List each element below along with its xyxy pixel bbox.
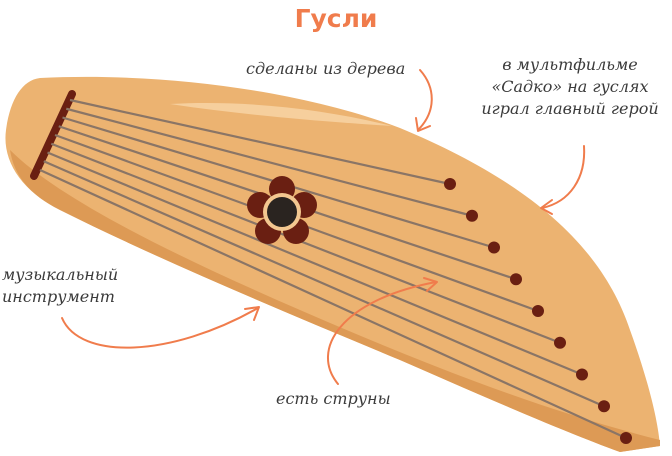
arrow-cartoon-head — [540, 199, 553, 215]
annotation-instrument-line-1: музыкальный — [2, 265, 119, 284]
page-title: Гусли — [294, 4, 378, 33]
annotation-cartoon-line-1: в мультфильме — [502, 55, 638, 74]
annotation-wood-line: сделаны из дерева — [246, 59, 406, 78]
pegs-group — [444, 178, 632, 444]
arrow-instrument-icon — [61, 307, 259, 349]
string — [39, 168, 627, 440]
arrow-cartoon-icon — [541, 145, 586, 209]
arrow-wood-icon — [417, 69, 433, 131]
string-peg-icon — [444, 178, 456, 190]
annotation-cartoon-line-2: «Садко» на гуслях — [491, 77, 649, 96]
string — [43, 160, 605, 408]
annotation-instrument: музыкальный инструмент — [2, 264, 118, 308]
annotation-strings: есть струны — [276, 388, 391, 410]
string — [69, 98, 451, 186]
gusli-highlight — [170, 102, 392, 126]
arrow-instrument-head — [244, 306, 260, 321]
arrow-strings-head — [423, 277, 438, 292]
string-peg-icon — [620, 432, 632, 444]
annotation-instrument-line-2: инструмент — [2, 287, 115, 306]
string-peg-icon — [510, 273, 522, 286]
string-peg-icon — [554, 336, 566, 349]
rosette-icon — [247, 176, 317, 244]
string — [47, 151, 583, 376]
annotation-wood: сделаны из дерева — [246, 58, 405, 80]
string — [65, 107, 473, 217]
string-peg-icon — [466, 209, 478, 222]
arrow-strings-icon — [327, 281, 437, 385]
arrow-wood-head — [415, 117, 431, 132]
string-peg-icon — [532, 305, 544, 317]
annotation-strings-line: есть струны — [276, 389, 391, 408]
string — [50, 142, 561, 344]
annotation-cartoon-line-3: играл главный герой — [481, 99, 659, 118]
annotation-cartoon: в мультфильме «Садко» на гуслях играл гл… — [470, 54, 670, 120]
string-peg-icon — [598, 400, 610, 413]
string-peg-icon — [576, 368, 588, 381]
peg-bar — [30, 90, 76, 180]
string-peg-icon — [488, 241, 500, 254]
